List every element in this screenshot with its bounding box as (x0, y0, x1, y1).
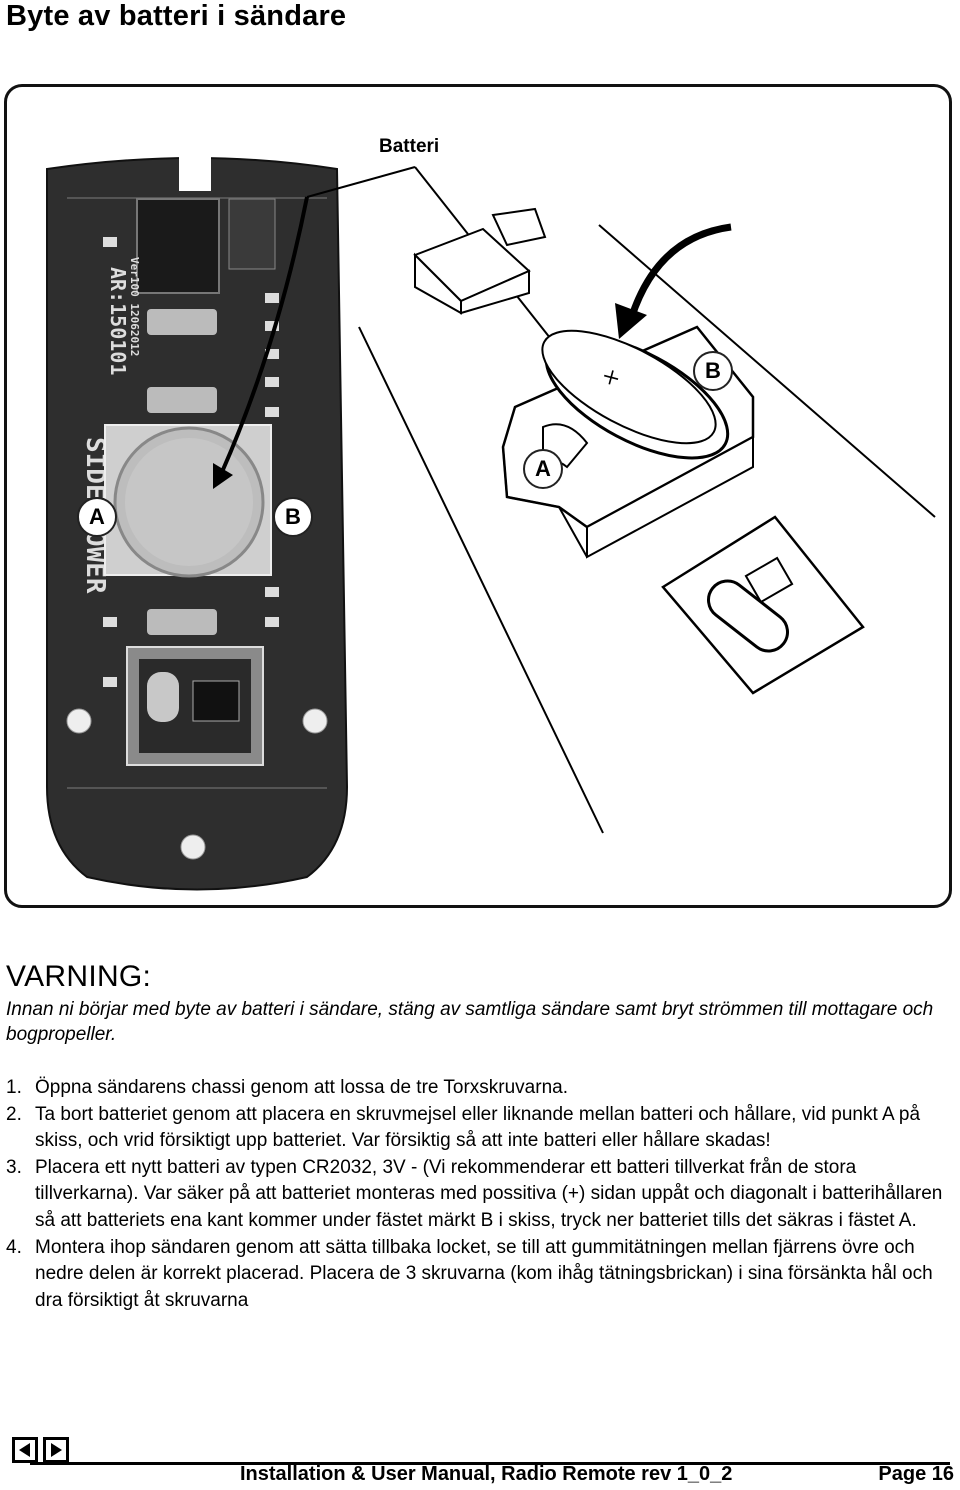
pcb-text-2: AR:150101 (106, 267, 130, 375)
pad-1 (491, 207, 547, 247)
step-number: 4. (6, 1236, 22, 1258)
page-title: Byte av batteri i sändare (6, 0, 347, 32)
steps-list: 1. Öppna sändarens chassi genom att loss… (6, 1075, 946, 1314)
battery-label: Batteri (379, 136, 440, 157)
pcb-chip (136, 198, 220, 294)
point-b-label-drawing: B (693, 351, 733, 391)
step-number: 3. (6, 1156, 22, 1178)
battery-figure: SIDE-POWER AR:150101 Ver100 12062012 (4, 84, 952, 908)
insert-arrow (627, 223, 732, 321)
point-a-label-drawing: A (523, 449, 563, 489)
point-a-label-photo: A (77, 497, 117, 537)
warning-text: Innan ni börjar med byte av batteri i sä… (6, 999, 934, 1045)
next-page-button[interactable] (43, 1437, 69, 1463)
footer-manual-title: Installation & User Manual, Radio Remote… (240, 1463, 733, 1485)
list-item: 3. Placera ett nytt batteri av typen CR2… (6, 1155, 946, 1235)
step-text: Montera ihop sändaren genom att sätta ti… (35, 1236, 933, 1311)
list-item: 2. Ta bort batteriet genom att placera e… (6, 1102, 946, 1155)
point-b-label-photo: B (273, 497, 313, 537)
page-number: Page 16 (878, 1463, 954, 1485)
step-text: Placera ett nytt batteri av typen CR2032… (35, 1156, 943, 1231)
crystal (707, 579, 789, 653)
warning-heading: VARNING: (6, 960, 152, 993)
footer-divider (30, 1462, 950, 1465)
step-number: 1. (6, 1077, 22, 1098)
step-text: Ta bort batteriet genom att placera en s… (35, 1103, 921, 1152)
figure-drawing: SIDE-POWER AR:150101 Ver100 12062012 (46, 153, 936, 891)
list-item: 1. Öppna sändarens chassi genom att loss… (6, 1075, 946, 1102)
list-item: 4. Montera ihop sändaren genom att sätta… (6, 1235, 946, 1315)
pcb-arrow (220, 196, 309, 473)
step-text: Öppna sändarens chassi genom att lossa d… (35, 1077, 568, 1098)
arrow-right-icon (51, 1443, 62, 1457)
step-number: 2. (6, 1103, 22, 1125)
arrow-left-icon (19, 1443, 30, 1457)
prev-page-button[interactable] (12, 1437, 38, 1463)
pcb-text-3: Ver100 12062012 (128, 257, 141, 356)
